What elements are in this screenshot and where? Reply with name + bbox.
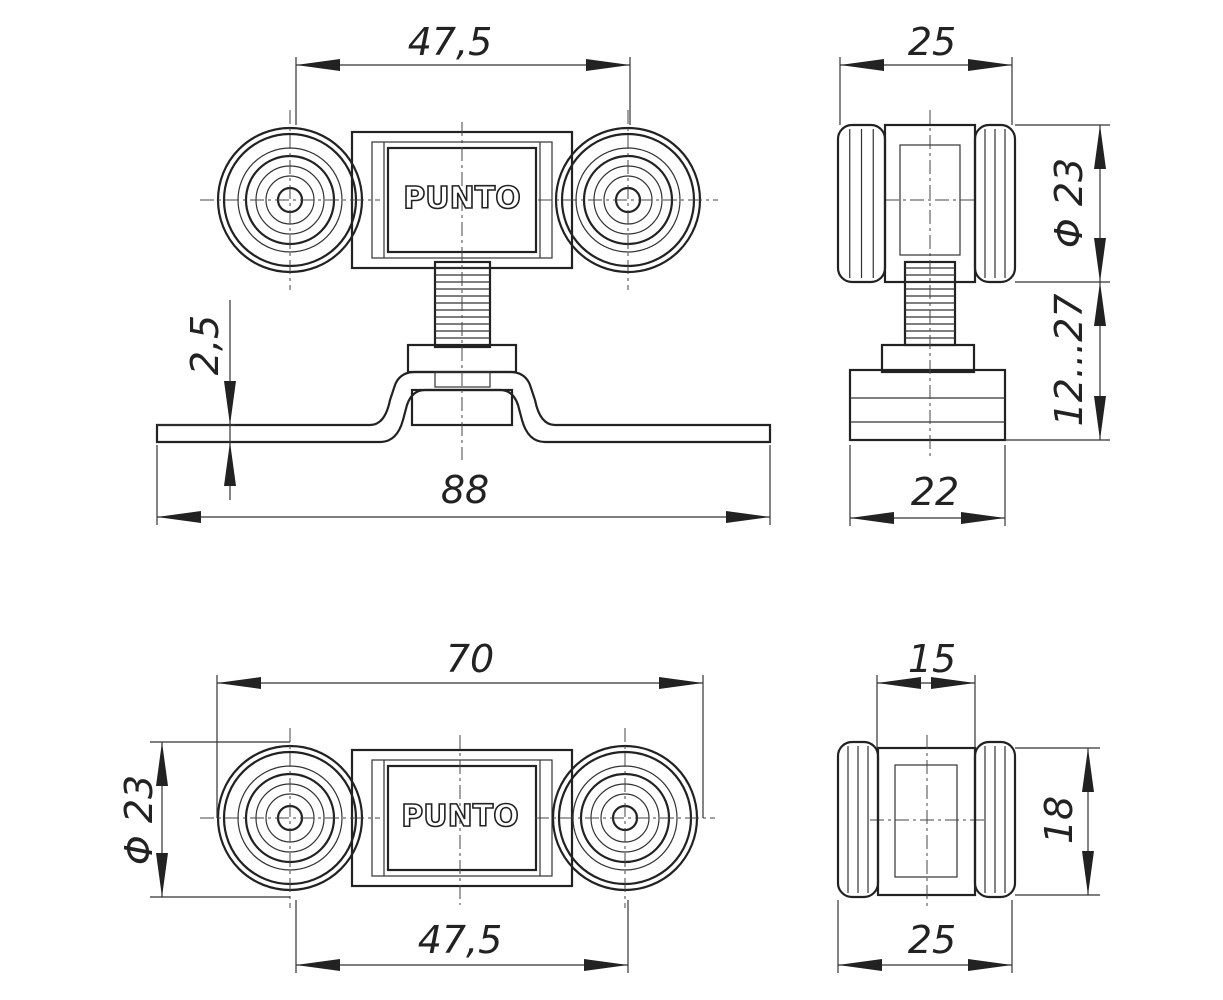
wheel-ring bbox=[551, 744, 699, 892]
dimension-arrow bbox=[1094, 125, 1106, 169]
wheel-ring bbox=[216, 744, 364, 892]
dimension-arrow bbox=[1082, 748, 1094, 792]
dimension-arrow bbox=[156, 853, 168, 897]
mounting-plate bbox=[155, 370, 772, 444]
dim-top-front-width: 47,5 bbox=[408, 20, 493, 64]
dim-axle-distance: 47,5 bbox=[418, 918, 503, 962]
dimension-arrow bbox=[850, 512, 894, 524]
side-base bbox=[848, 368, 1007, 442]
side-nut bbox=[880, 343, 976, 374]
side-wheel bbox=[836, 123, 887, 284]
dimension-arrow bbox=[296, 59, 340, 71]
dim-height-range: 12...27 bbox=[1047, 294, 1091, 427]
side-wheel bbox=[973, 740, 1017, 899]
dimension-arrow bbox=[726, 511, 770, 523]
dim-bottom-front-width: 70 bbox=[446, 637, 494, 681]
brand-label-bottom: PUNTO bbox=[401, 799, 518, 834]
side-wheel bbox=[836, 740, 880, 899]
dim-top-side-diameter: Φ 23 bbox=[1047, 158, 1091, 248]
dimension-arrow bbox=[217, 677, 261, 689]
dimension-arrow bbox=[961, 512, 1005, 524]
side-inner-bottom bbox=[894, 764, 958, 878]
dim-bottom-side-width-2: 25 bbox=[908, 918, 956, 962]
dimension-arrow bbox=[838, 959, 882, 971]
dim-base-width: 22 bbox=[911, 470, 959, 514]
dimension-arrow bbox=[968, 59, 1012, 71]
dimension-arrow bbox=[1094, 238, 1106, 282]
wheel-ring bbox=[554, 126, 702, 274]
wheel-ring bbox=[216, 126, 364, 274]
dimension-arrow bbox=[840, 59, 884, 71]
dim-bottom-side-height: 18 bbox=[1037, 796, 1081, 844]
dimension-arrow bbox=[968, 959, 1012, 971]
geometry bbox=[155, 110, 1017, 910]
dimension-arrow bbox=[659, 677, 703, 689]
dim-plate-thickness: 2,5 bbox=[183, 315, 227, 375]
dim-top-side-width: 25 bbox=[908, 20, 956, 64]
dim-bottom-side-width: 15 bbox=[908, 637, 956, 681]
dim-bottom-front-diameter: Φ 23 bbox=[117, 775, 161, 865]
dimension-arrow bbox=[1082, 851, 1094, 895]
dimension-arrow bbox=[156, 742, 168, 786]
dimensions bbox=[150, 57, 1110, 973]
dimension-arrow bbox=[584, 959, 628, 971]
dimension-arrow bbox=[1094, 282, 1106, 326]
dimension-arrow bbox=[157, 511, 201, 523]
dimension-arrow bbox=[296, 959, 340, 971]
side-wheel bbox=[973, 123, 1017, 284]
dimension-arrow bbox=[224, 381, 236, 425]
dimension-arrow bbox=[1094, 396, 1106, 440]
dimension-arrow bbox=[586, 59, 630, 71]
dimension-arrow bbox=[931, 677, 975, 689]
dimension-arrow bbox=[224, 442, 236, 486]
dimension-arrow bbox=[877, 677, 921, 689]
dim-plate-length: 88 bbox=[441, 468, 489, 512]
brand-label-top: PUNTO bbox=[403, 181, 520, 216]
